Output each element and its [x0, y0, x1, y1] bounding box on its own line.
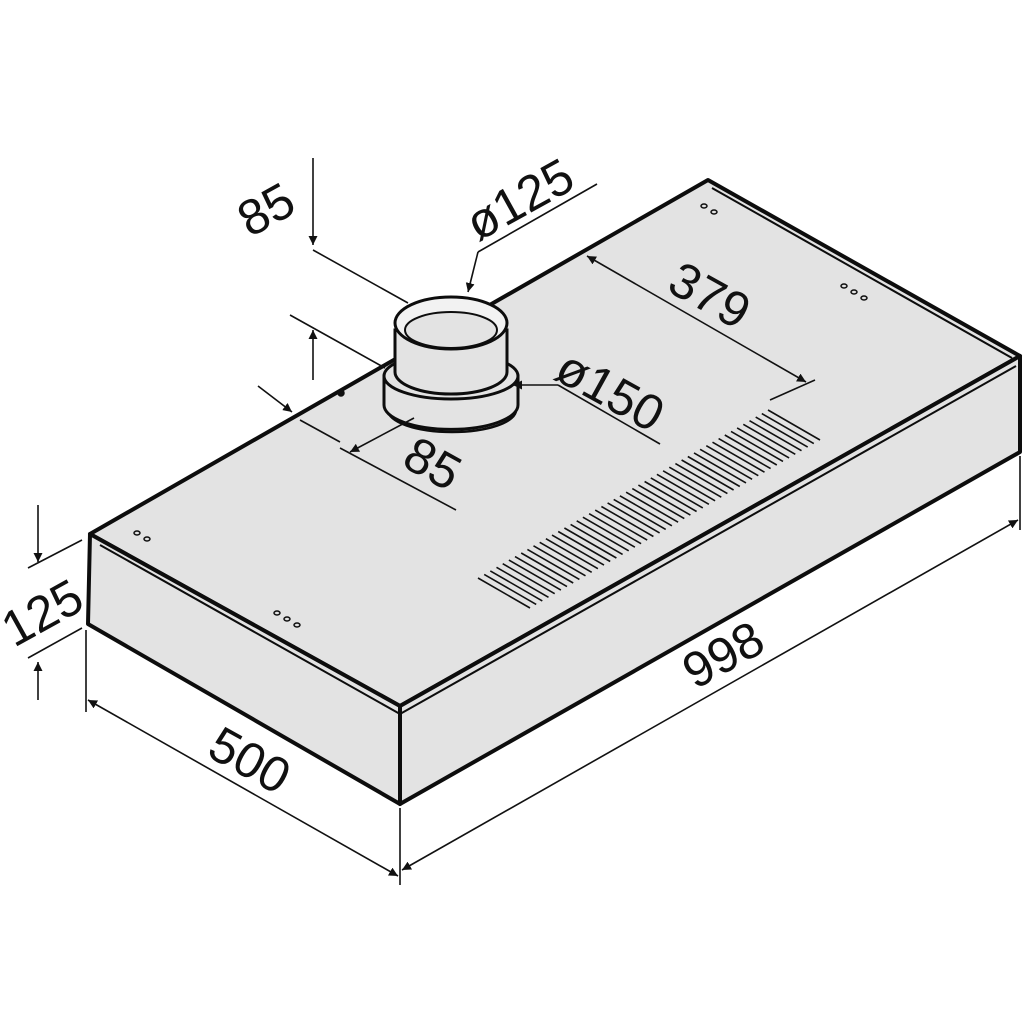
- label-offset-back: 85: [228, 172, 304, 248]
- screw-holes: [133, 203, 868, 628]
- duct-collar: [382, 295, 520, 434]
- label-duct-diameter: ø125: [456, 147, 583, 251]
- hood-body: [86, 178, 1022, 806]
- label-height: 125: [0, 568, 92, 657]
- dimension-lines: [27, 158, 1021, 885]
